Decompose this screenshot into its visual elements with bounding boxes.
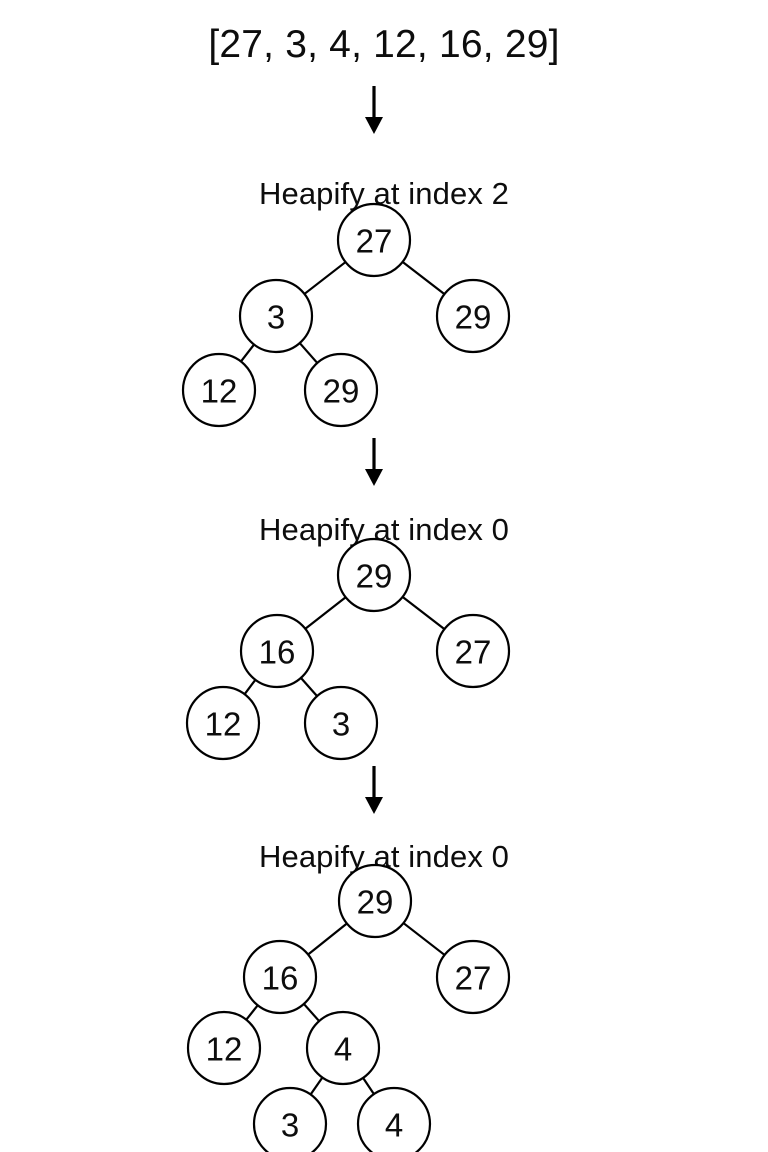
tree-node-circle: [239, 613, 315, 689]
tree-node-value: 29: [455, 299, 492, 336]
step-label-2: Heapify at index 0: [259, 512, 509, 547]
tree-edge: [245, 1004, 259, 1021]
input-array-label: [27, 3, 4, 12, 16, 29]: [208, 23, 560, 66]
tree-edge: [243, 679, 257, 695]
tree-node-circle: [242, 939, 318, 1015]
tree-edge: [303, 1003, 320, 1022]
arrow-head-icon: [365, 469, 383, 486]
tree-node-circle: [238, 278, 314, 354]
tree-node-circle: [336, 202, 412, 278]
tree-edge: [298, 342, 319, 364]
tree-node-value: 29: [357, 884, 394, 921]
tree-node-circle: [435, 278, 511, 354]
tree-edge: [362, 1077, 375, 1095]
tree-edge: [401, 596, 446, 630]
tree-node-value: 3: [267, 299, 285, 336]
tree-edge: [307, 922, 348, 956]
tree-node-value: 29: [323, 373, 360, 410]
tree-node-value: 4: [334, 1031, 352, 1068]
step-label-1: Heapify at index 2: [259, 176, 509, 211]
heap-tree-2: 29 16 27 12 3: [185, 537, 511, 761]
tree-edge: [309, 1076, 324, 1096]
tree-node-circle: [303, 352, 379, 428]
tree-edge: [304, 596, 347, 630]
heap-tree-3: 29 16 27 12 4 3 4: [186, 863, 511, 1152]
tree-node-value: 16: [259, 634, 296, 671]
tree-edge: [300, 677, 318, 697]
tree-edge: [303, 261, 347, 295]
tree-node-circle: [305, 1010, 381, 1086]
tree-edge: [402, 922, 446, 956]
tree-node-circle: [336, 537, 412, 613]
flow-arrow-1: [365, 86, 383, 134]
arrow-head-icon: [365, 117, 383, 134]
tree-edge: [401, 261, 446, 295]
tree-node-value: 3: [281, 1107, 299, 1144]
tree-node-value: 4: [385, 1107, 403, 1144]
tree-node-value: 27: [455, 634, 492, 671]
tree-node-circle: [185, 685, 261, 761]
tree-node-value: 27: [455, 960, 492, 997]
flow-arrow-2: [365, 438, 383, 486]
tree-node-value: 27: [356, 223, 393, 260]
tree-node-value: 12: [206, 1031, 243, 1068]
tree-node-circle: [252, 1086, 328, 1152]
tree-node-value: 16: [262, 960, 299, 997]
tree-node-circle: [435, 939, 511, 1015]
step-label-3: Heapify at index 0: [259, 839, 509, 874]
tree-node-circle: [435, 613, 511, 689]
tree-edge: [240, 343, 255, 363]
flow-arrow-3: [365, 766, 383, 814]
tree-node-circle: [303, 685, 379, 761]
tree-node-circle: [186, 1010, 262, 1086]
tree-node-value: 12: [205, 706, 242, 743]
tree-node-circle: [181, 352, 257, 428]
heap-tree-1: 27 3 29 12 29: [181, 202, 511, 428]
tree-node-value: 12: [201, 373, 238, 410]
tree-node-value: 3: [332, 706, 350, 743]
tree-node-circle: [337, 863, 413, 939]
tree-node-value: 29: [356, 558, 393, 595]
arrow-head-icon: [365, 797, 383, 814]
tree-node-circle: [356, 1086, 432, 1152]
